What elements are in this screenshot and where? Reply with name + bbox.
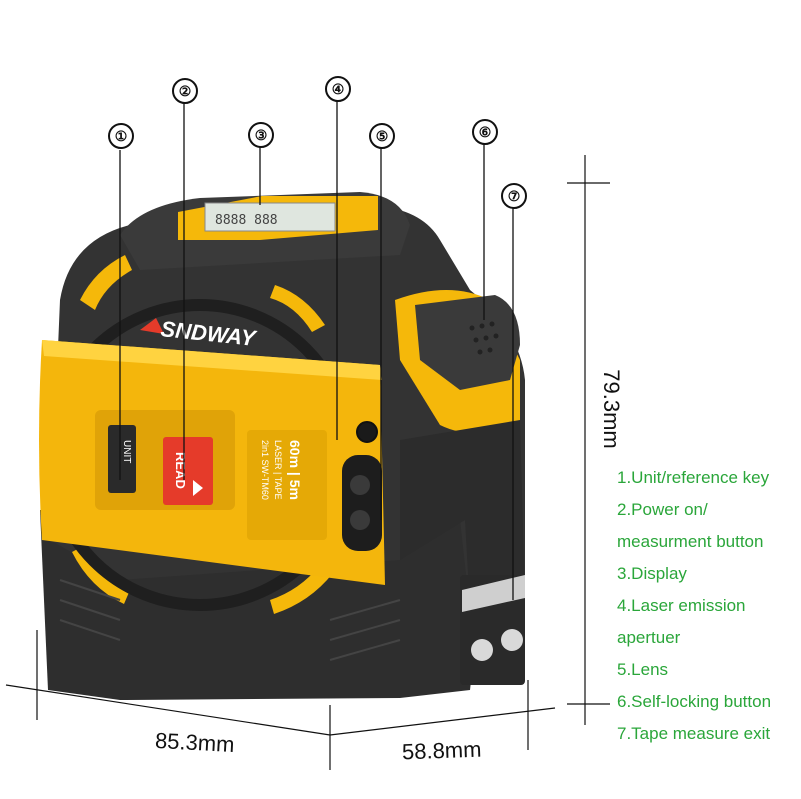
callout-2: ② [172,78,198,104]
legend-item-5: 5.Lens [617,660,669,679]
legend-item-2a: 2.Power on/ [617,500,708,519]
accent-arc-top-right [270,285,325,332]
tape-hook-rivet-left [471,639,493,661]
callout-7: ⑦ [501,183,527,209]
svg-text:8888 888: 8888 888 [215,213,278,228]
spec-range: 60m | 5m [287,440,303,500]
tape-hook-rivet-right [501,629,523,651]
legend-item-3: 3.Display [617,564,687,583]
unit-key[interactable] [108,425,136,493]
side-body [400,420,525,610]
brand-logo-mark [140,318,164,334]
unit-key-label: UNIT [121,440,132,463]
legend-item-4a: 4.Laser emission [617,596,746,615]
self-locking-button[interactable] [415,295,520,390]
callout-3: ③ [248,122,274,148]
spec-model: 2in1 SW-TM60 [260,440,270,500]
legend-item-2b: measurment button [617,532,764,551]
accent-arc-top-left [80,255,132,310]
legend-item-7: 7.Tape measure exit [617,724,771,743]
callout-4: ④ [325,76,351,102]
callout-1: ① [108,123,134,149]
callout-6: ⑥ [472,119,498,145]
dimension-width: 85.3mm [154,727,236,758]
legend-item-1: 1.Unit/reference key [617,468,770,487]
legend-item-4b: apertuer [617,628,681,647]
leader-lines [119,101,514,600]
spec-mode: LASER | TAPE [273,440,283,500]
dimension-depth: 58.8mm [401,736,482,765]
display-screen [204,202,336,232]
tape-measure-device: 8888 888 SNDWAY UNIT READ 60m | 5m LASER… [39,192,525,700]
spec-panel [247,430,327,540]
legend: 1.Unit/reference key 2.Power on/ measurm… [617,462,801,750]
accent-arc-bottom-right [270,565,333,614]
dimension-lines [5,155,610,770]
callout-5: ⑤ [369,123,395,149]
laser-aperture [356,421,378,443]
dimension-height: 79.3mm [599,369,624,449]
lens [342,455,382,551]
read-key-label: READ [173,452,188,489]
legend-item-6: 6.Self-locking button [617,692,772,711]
